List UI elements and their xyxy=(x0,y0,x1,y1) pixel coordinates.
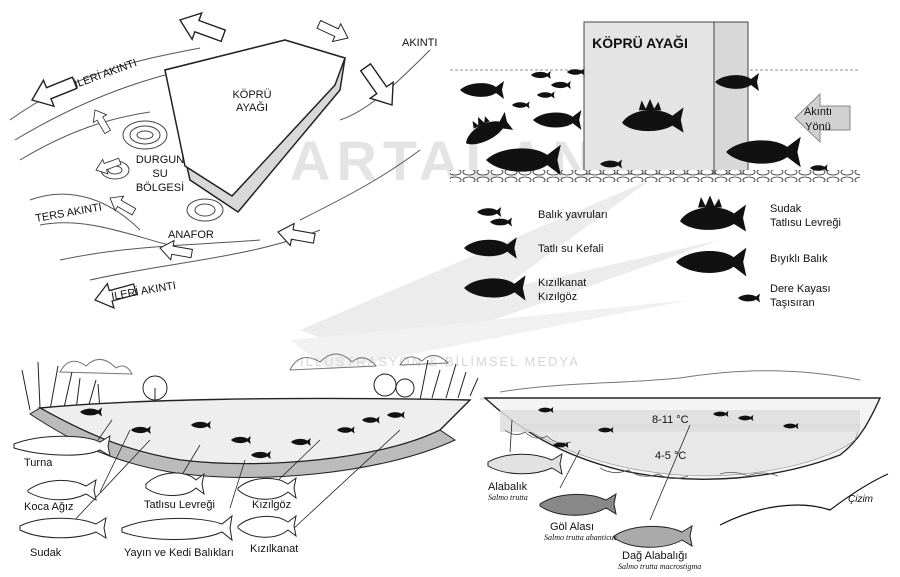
fish-legend: Balık yavruları Tatlı su Kefali Kızılkan… xyxy=(464,195,841,309)
signature: Çizim xyxy=(848,494,873,505)
label-pike: Turna xyxy=(24,457,53,469)
legend-rudd-line2: Kızılgöz xyxy=(538,291,577,303)
side-view: KÖPRÜ AYAĞI Akıntı Yönü xyxy=(450,21,860,309)
current-dir-line2: Yönü xyxy=(805,121,831,133)
trout-name-1: Göl Alası xyxy=(550,521,594,533)
flow-label-forward-bottom: İLERİ AKINTI xyxy=(110,279,177,303)
fish-perch xyxy=(145,472,205,496)
fish-trout xyxy=(487,452,563,476)
current-dir-line1: Akıntı xyxy=(804,106,832,118)
riverbed xyxy=(450,170,860,182)
still-zone-line3: BÖLGESİ xyxy=(136,181,184,194)
trout-latin-1: Salmo trutta abanticus xyxy=(544,533,617,542)
fish-catfish xyxy=(121,514,233,542)
legend-chub: Tatlı su Kefali xyxy=(538,243,603,255)
label-roach: Kızılgöz xyxy=(252,499,291,511)
still-zone-line2: SU xyxy=(152,168,167,180)
label-asp: Koca Ağız xyxy=(24,501,74,513)
flow-label-reverse: TERS AKINTI xyxy=(34,201,102,224)
temp-lower: 4-5 °C xyxy=(655,450,686,462)
current-direction-arrow: Akıntı Yönü xyxy=(794,92,851,144)
legend-zander-perch-line1: Sudak xyxy=(770,203,802,215)
fish-mountain-trout xyxy=(613,524,693,548)
label-perch: Tatlısu Levreği xyxy=(144,499,215,511)
fish-zander xyxy=(19,516,107,540)
lake-view: Turna Koca Ağız Sudak Tatlısu Levreği Ya… xyxy=(13,353,479,559)
fish-roach xyxy=(237,476,297,500)
temp-upper: 8-11 °C xyxy=(652,414,689,426)
pier-label-line1: KÖPRÜ xyxy=(232,89,271,101)
watermark-subtitle: İLLÜSTRASYON & BİLİMSEL MEDYA xyxy=(300,354,580,369)
legend-loach-line1: Dere Kayası xyxy=(770,283,831,295)
label-rudd: Kızılkanat xyxy=(250,543,298,555)
trout-view: 8-11 °C 4-5 °C Alabalık Salmo trutta Göl… xyxy=(480,370,889,571)
fish-asp xyxy=(27,478,97,502)
fish-pike xyxy=(13,434,111,458)
label-catfish: Yayın ve Kedi Balıkları xyxy=(124,547,234,559)
signature-stroke xyxy=(719,473,889,526)
still-zone-line1: DURGUN xyxy=(136,154,184,166)
legend-zander-perch-line2: Tatlısu Levreği xyxy=(770,217,841,229)
legend-fry: Balık yavruları xyxy=(538,209,608,221)
pier-label-line2: AYAĞI xyxy=(236,101,268,114)
flow-label-current: AKINTI xyxy=(402,37,437,49)
fish-abant-trout xyxy=(539,492,617,516)
legend-loach-line2: Taşısıran xyxy=(770,297,815,309)
trout-latin-2: Salmo trutta macrostigma xyxy=(618,562,701,571)
trout-name-0: Alabalık xyxy=(488,481,528,493)
flow-label-eddy: ANAFOR xyxy=(168,229,214,241)
trout-latin-0: Salmo trutta xyxy=(488,493,528,502)
fish-rudd xyxy=(237,514,297,538)
legend-rudd-line1: Kızılkanat xyxy=(538,277,586,289)
label-zander: Sudak xyxy=(30,547,62,559)
legend-barbel: Bıyıklı Balık xyxy=(770,253,828,265)
pier-plan: KÖPRÜ AYAĞI xyxy=(164,39,346,213)
flow-label-forward-top: İLERİ AKINTI xyxy=(73,56,139,91)
trout-name-2: Dağ Alabalığı xyxy=(622,550,687,562)
pier-side-title: KÖPRÜ AYAĞI xyxy=(592,34,688,51)
